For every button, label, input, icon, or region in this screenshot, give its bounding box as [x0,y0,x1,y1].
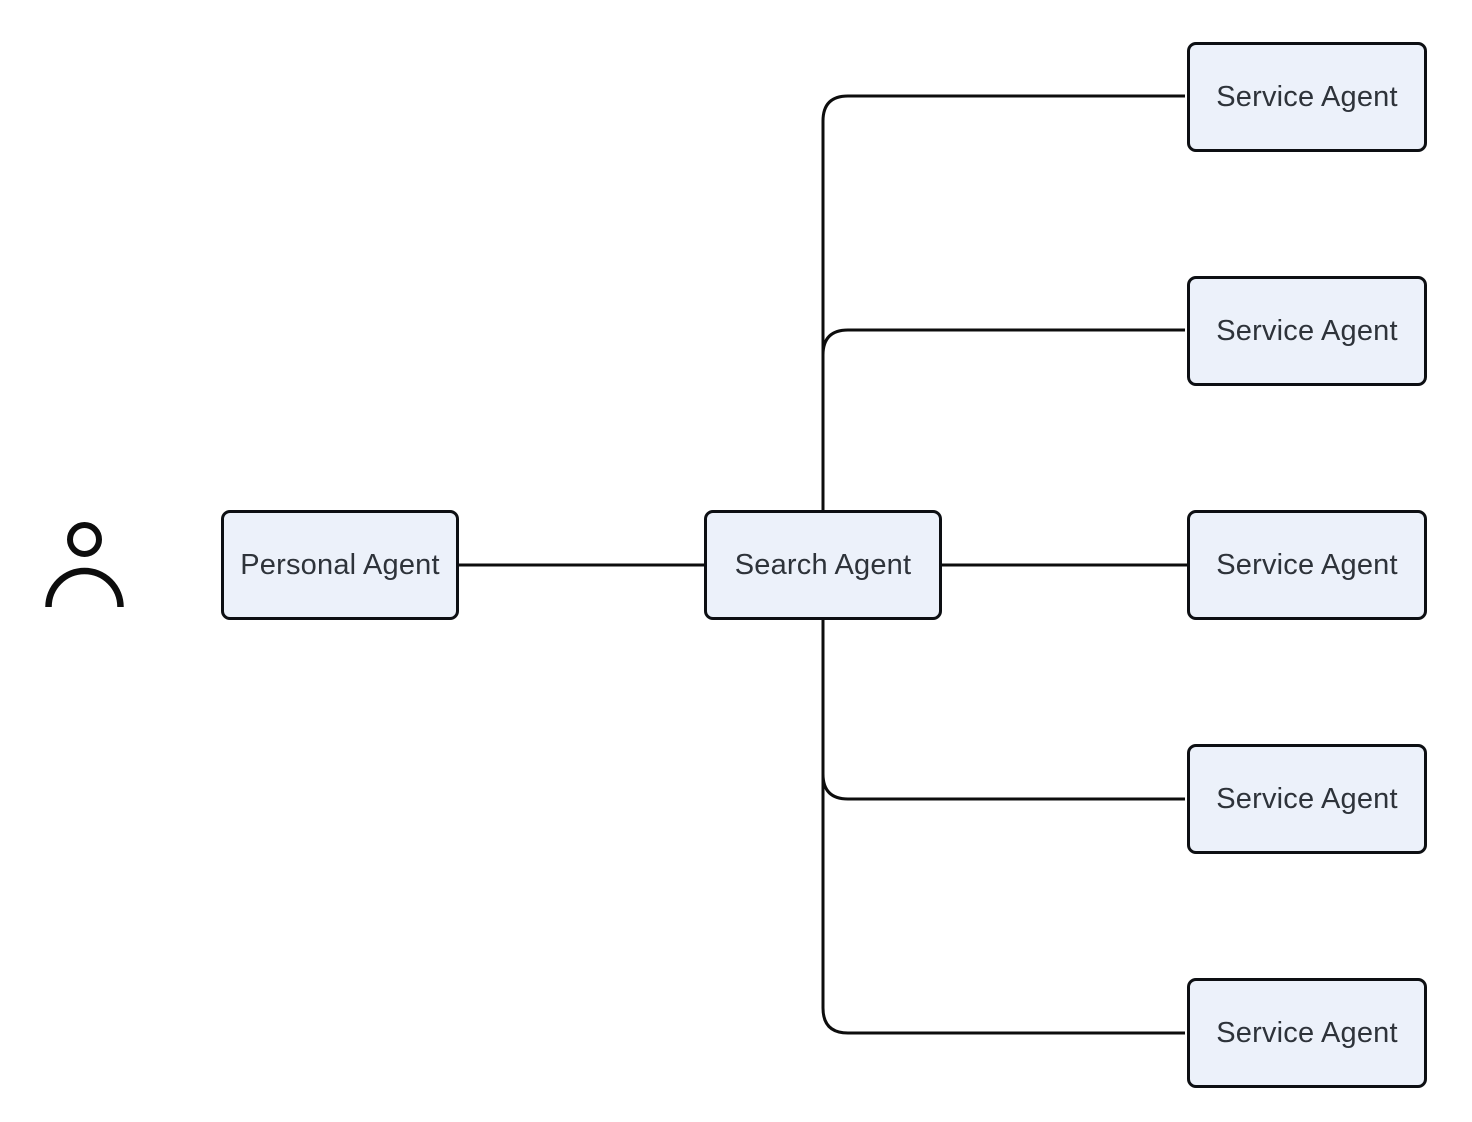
node-personal-agent: Personal Agent [221,510,459,620]
service-agent-label: Service Agent [1216,1016,1398,1049]
search-agent-label: Search Agent [734,548,912,581]
service-agent-label: Service Agent [1216,548,1398,581]
node-service-agent-5: Service Agent [1187,978,1427,1088]
personal-agent-label: Personal Agent [240,548,440,581]
edge-search-to-service-2 [821,328,1185,512]
node-service-agent-1: Service Agent [1187,42,1427,152]
edge-search-to-service-5 [821,618,1185,1035]
edge-search-to-service-4 [821,618,1185,801]
person-shoulders [45,567,124,608]
node-service-agent-2: Service Agent [1187,276,1427,386]
node-service-agent-4: Service Agent [1187,744,1427,854]
person-head [67,522,102,557]
person-icon [45,522,124,608]
edge-search-to-service-1 [821,94,1185,512]
service-agent-label: Service Agent [1216,80,1398,113]
node-search-agent: Search Agent [704,510,942,620]
service-agent-label: Service Agent [1216,782,1398,815]
node-service-agent-3: Service Agent [1187,510,1427,620]
service-agent-label: Service Agent [1216,314,1398,347]
